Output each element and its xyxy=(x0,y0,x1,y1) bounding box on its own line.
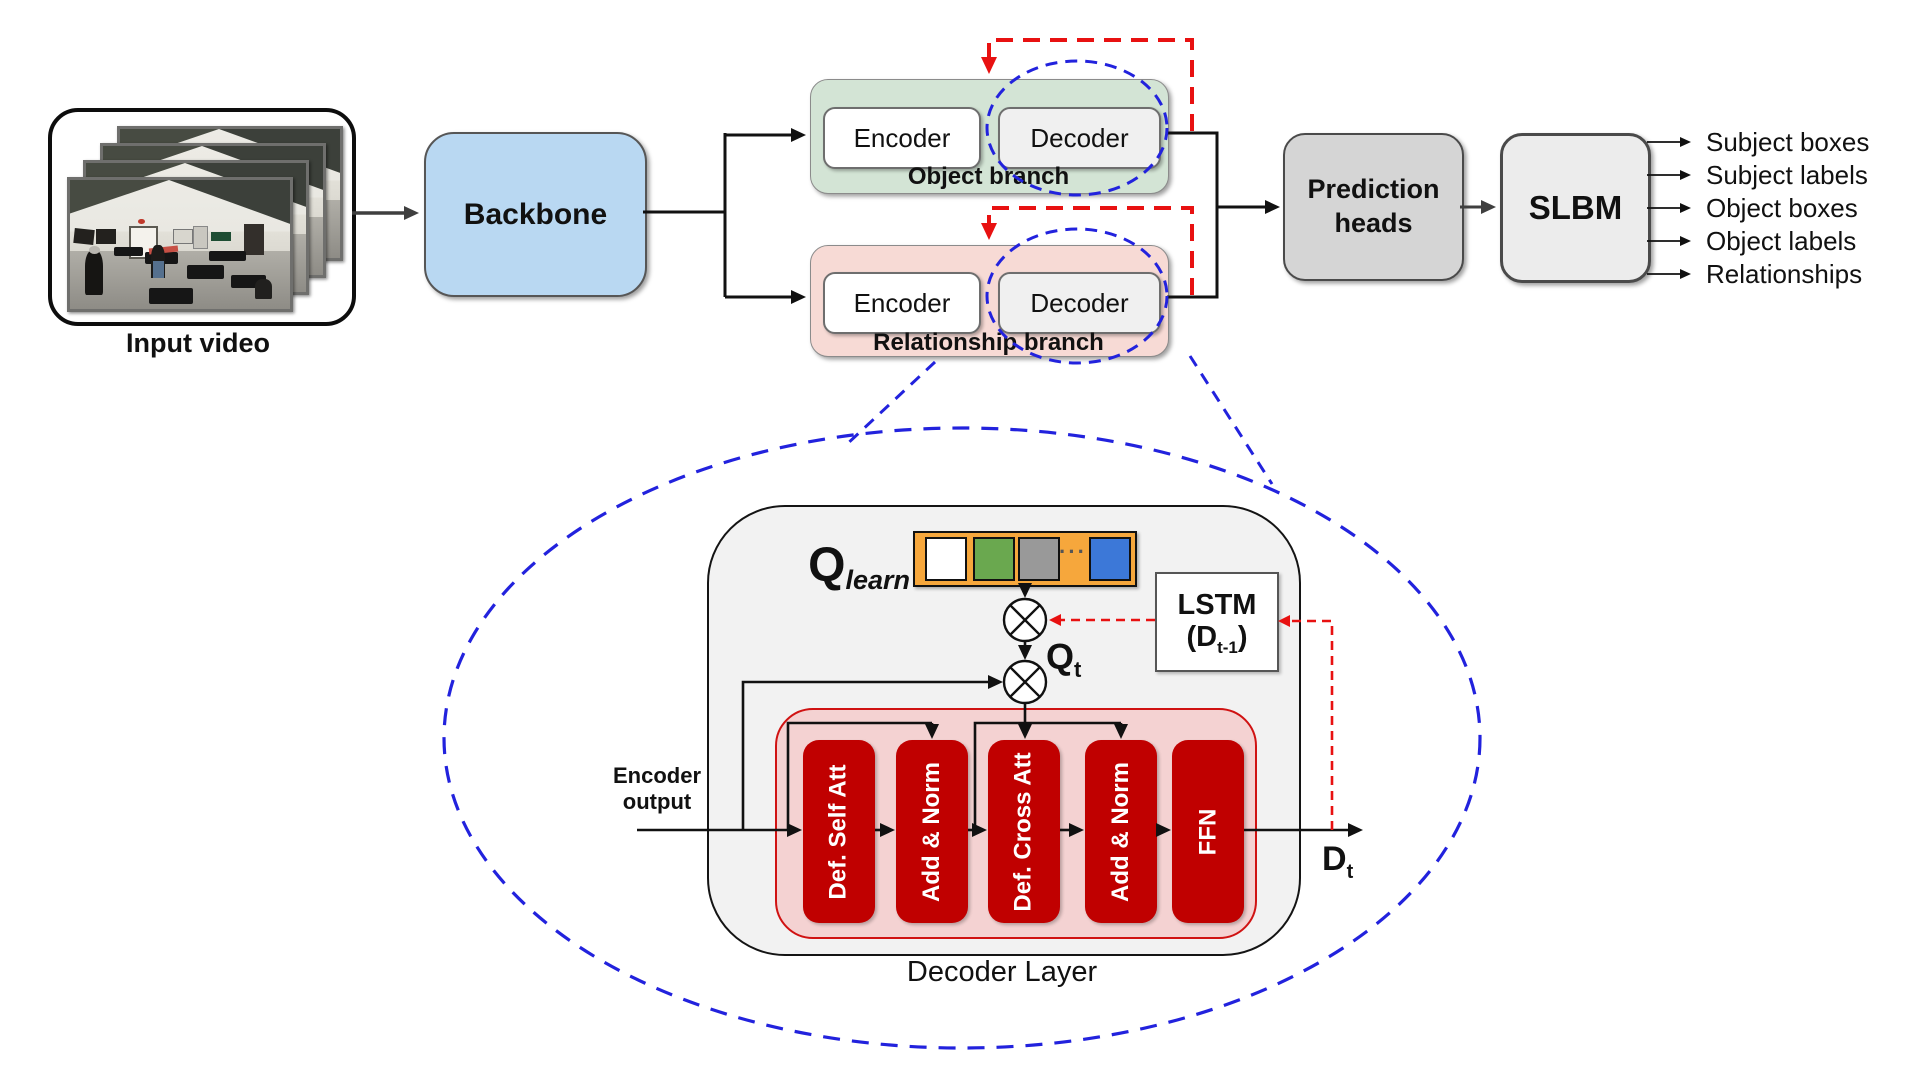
output-label: Relationships xyxy=(1706,258,1863,289)
decoder-block-label: Def. Self Att xyxy=(825,763,852,900)
scene-shape xyxy=(88,245,100,254)
scene-shape xyxy=(210,231,231,241)
d-t-subscript: t xyxy=(1346,861,1354,883)
q-learn-subscript: learn xyxy=(845,565,910,595)
query-token-square xyxy=(973,537,1015,581)
backbone-label: Backbone xyxy=(463,197,608,231)
object-encoder-label: Encoder xyxy=(853,122,951,153)
scene-shape xyxy=(73,228,95,246)
scene-shape xyxy=(186,265,224,280)
q-t-base: Q xyxy=(1046,636,1075,677)
q-learn-base: Q xyxy=(808,539,846,592)
callout-line-right xyxy=(1188,355,1274,485)
scene-shape xyxy=(173,229,193,244)
prediction-heads-box: Prediction heads xyxy=(1283,133,1464,281)
decoder-layer-title: Decoder Layer xyxy=(906,956,1098,988)
relationship-branch-label: Relationship branch xyxy=(873,329,1104,356)
scene-shape xyxy=(243,223,264,255)
ellipsis-dots: ··· xyxy=(1059,539,1087,564)
scene-shape xyxy=(70,180,290,309)
object-encoder-box: Encoder xyxy=(823,107,981,169)
relationship-encoder-box: Encoder xyxy=(823,272,981,334)
relationship-encoder-label: Encoder xyxy=(853,287,951,318)
decoder-block: Def. Self Att xyxy=(803,740,875,923)
d-t-label: Dt xyxy=(1322,840,1353,883)
scene-shape xyxy=(152,261,164,279)
lstm-close: ) xyxy=(1237,621,1248,653)
decoder-block: Add & Norm xyxy=(1085,740,1157,923)
scene-shape xyxy=(254,279,273,299)
backbone-box: Backbone xyxy=(424,132,647,297)
scene-shape xyxy=(138,218,145,224)
slbm-box: SLBM xyxy=(1500,133,1651,283)
output-label: Subject labels xyxy=(1706,159,1868,190)
line-backbone-split xyxy=(643,133,727,297)
q-t-subscript: t xyxy=(1074,657,1082,682)
lstm-box: LSTM (Dt-1) xyxy=(1155,572,1279,672)
encoder-output-label: Encoder output xyxy=(595,763,719,815)
lstm-label: LSTM xyxy=(1177,589,1257,622)
decoder-block-label: Def. Cross Att xyxy=(1010,751,1038,912)
scene-shape xyxy=(193,226,209,250)
output-label: Object boxes xyxy=(1706,192,1858,223)
scene-shape xyxy=(169,180,290,224)
query-token-square xyxy=(1018,537,1060,581)
relationship-decoder-label: Decoder xyxy=(1030,287,1129,318)
encoder-output-line2: output xyxy=(622,788,692,814)
scene-shape xyxy=(149,288,194,304)
line-decoder-merge xyxy=(1167,131,1219,299)
scene-shape xyxy=(114,247,143,257)
output-label: Object labels xyxy=(1706,225,1857,256)
decoder-block-label: Add & Norm xyxy=(1107,761,1134,902)
object-branch-label: Object branch xyxy=(907,163,1070,190)
input-video-thumbnail xyxy=(48,108,356,326)
relationship-decoder-box: Decoder xyxy=(998,272,1161,334)
output-label: Subject boxes xyxy=(1706,126,1870,157)
slbm-label: SLBM xyxy=(1528,189,1623,226)
d-t-base: D xyxy=(1322,840,1347,878)
callout-line-left xyxy=(843,360,937,448)
output-arrows xyxy=(1647,137,1691,279)
encoder-output-line1: Encoder xyxy=(612,763,702,788)
scene-shape xyxy=(70,180,169,214)
query-token-square xyxy=(1089,537,1131,581)
q-t-label: Qt xyxy=(1046,636,1081,682)
scene-shape xyxy=(85,250,103,295)
scene-shape xyxy=(96,229,117,245)
object-decoder-box: Decoder xyxy=(998,107,1161,169)
video-frame xyxy=(67,177,293,312)
input-video-caption: Input video xyxy=(126,328,270,358)
query-token-square xyxy=(925,537,967,581)
decoder-block: Add & Norm xyxy=(896,740,968,923)
prediction-heads-label: Prediction heads xyxy=(1307,174,1440,238)
lstm-open: (D xyxy=(1186,621,1218,653)
decoder-block: FFN xyxy=(1172,740,1244,923)
lstm-state-label: (Dt-1) xyxy=(1186,621,1248,657)
lstm-subscript: t-1 xyxy=(1217,638,1238,657)
decoder-block-label: Add & Norm xyxy=(918,761,945,902)
decoder-block: Def. Cross Att xyxy=(988,740,1060,923)
scene-shape xyxy=(208,250,246,262)
learned-queries-strip: ··· xyxy=(913,531,1137,587)
decoder-block-label: FFN xyxy=(1194,808,1221,855)
object-decoder-label: Decoder xyxy=(1030,122,1129,153)
